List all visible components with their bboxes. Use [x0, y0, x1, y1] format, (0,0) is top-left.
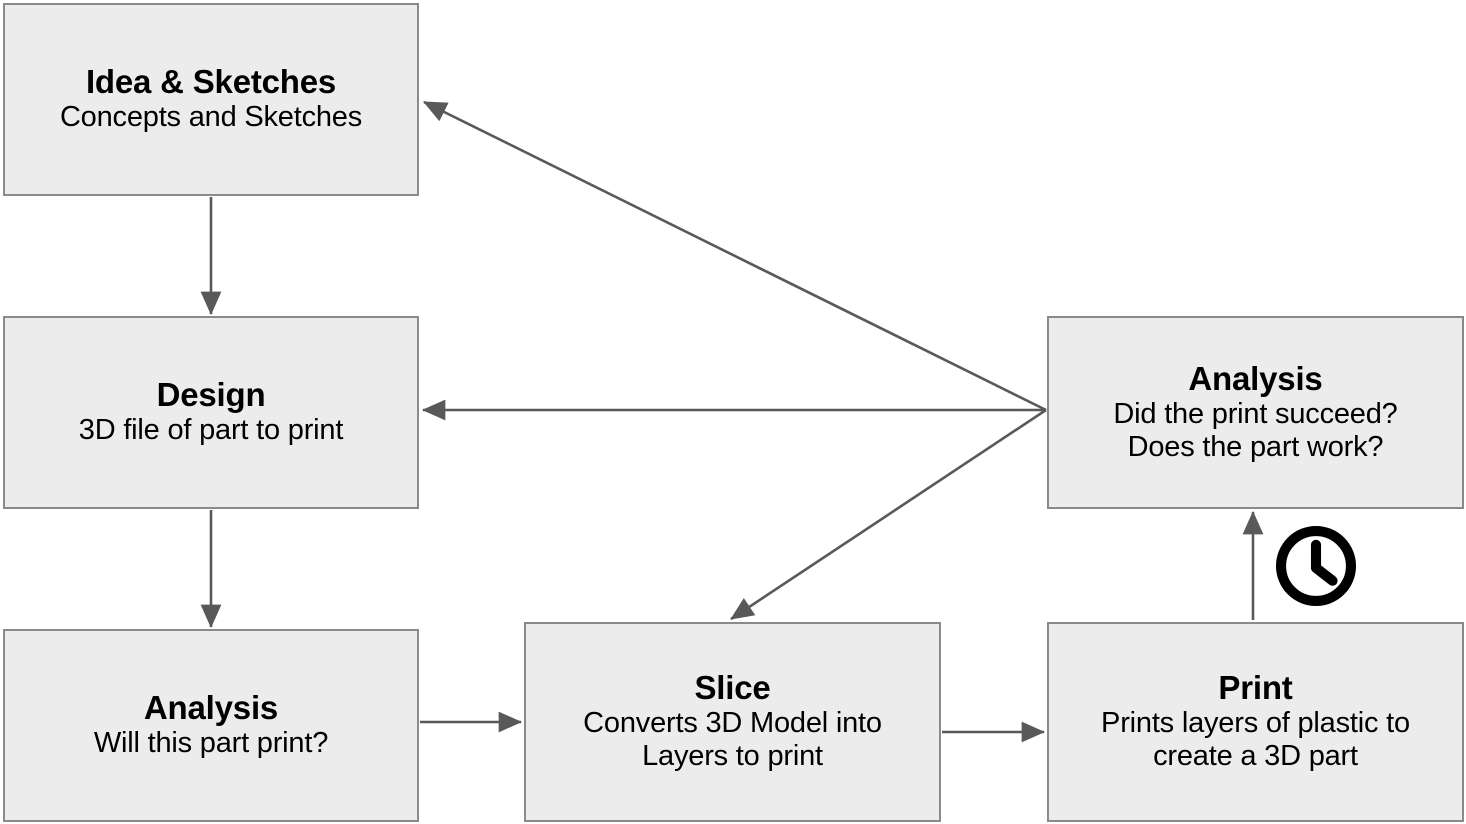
node-description-line-1: Prints layers of plastic to	[1101, 707, 1410, 740]
node-analysis-pre[interactable]: Analysis Will this part print?	[3, 629, 419, 822]
node-description-line-2: create a 3D part	[1153, 740, 1358, 773]
node-description: 3D file of part to print	[78, 414, 344, 447]
node-description: Will this part print?	[93, 727, 329, 760]
node-description: Concepts and Sketches	[59, 101, 363, 134]
node-title: Print	[1218, 669, 1293, 707]
node-title: Analysis	[1188, 359, 1323, 397]
clock-icon	[1275, 525, 1357, 607]
node-idea-and-sketches[interactable]: Idea & Sketches Concepts and Sketches	[3, 3, 419, 196]
node-title: Idea & Sketches	[85, 63, 337, 101]
node-description-line-2: Layers to print	[642, 740, 823, 773]
edge-analysis-post-to-idea	[423, 100, 1047, 412]
node-analysis-post[interactable]: Analysis Did the print succeed? Does the…	[1047, 316, 1464, 509]
node-title: Slice	[694, 669, 771, 707]
node-description-line-1: Did the print succeed?	[1113, 397, 1398, 430]
node-description-line-2: Does the part work?	[1127, 430, 1384, 463]
clock-icon-container	[1270, 520, 1362, 612]
node-title: Design	[156, 376, 266, 414]
node-slice[interactable]: Slice Converts 3D Model into Layers to p…	[524, 622, 941, 822]
node-print[interactable]: Print Prints layers of plastic to create…	[1047, 622, 1464, 822]
node-description-line-1: Converts 3D Model into	[583, 707, 882, 740]
edge-analysis-post-to-slice	[730, 408, 1047, 621]
node-title: Analysis	[143, 689, 279, 727]
node-design[interactable]: Design 3D file of part to print	[3, 316, 419, 509]
